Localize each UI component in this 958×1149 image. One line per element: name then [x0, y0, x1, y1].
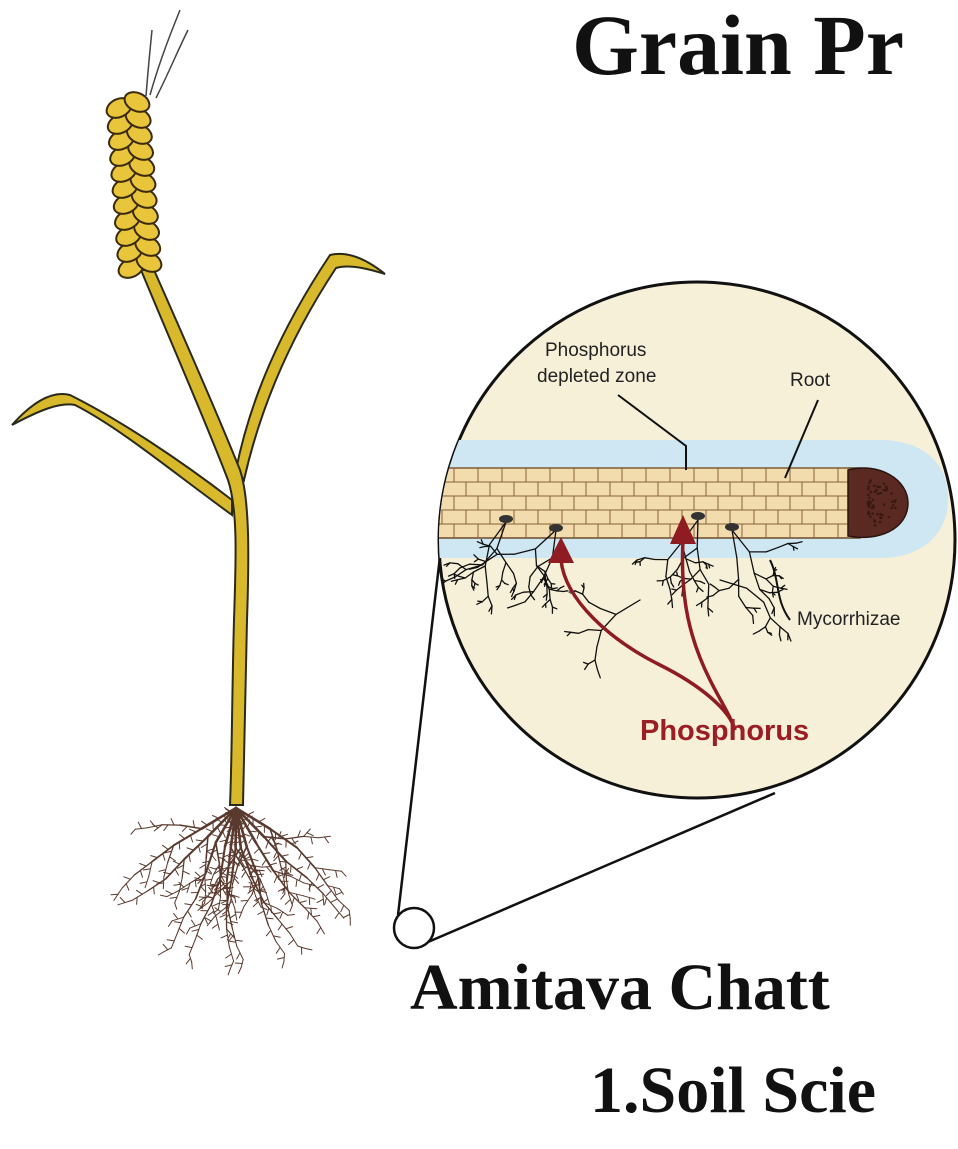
label-mycorrhizae: Mycorrhizae — [797, 609, 900, 630]
author-affiliation: 1.Soil Scie — [590, 1058, 876, 1124]
page-title: Grain Pr — [572, 2, 904, 88]
label-root: Root — [790, 370, 831, 391]
label-phosphorus: Phosphorus — [640, 715, 809, 747]
label-depleted-zone-line2: depleted zone — [537, 366, 656, 387]
wheat-grain-head — [103, 10, 188, 282]
zoom-line-lower — [428, 793, 775, 942]
author-name: Amitava Chatt — [410, 955, 830, 1021]
label-depleted-zone-line1: Phosphorus — [545, 340, 646, 361]
zoom-line-upper — [398, 548, 441, 915]
plant-roots — [111, 808, 350, 975]
wheat-stem — [141, 270, 248, 805]
root-body — [430, 468, 860, 538]
root-inset: Phosphorus depleted zone Root Mycorrhiza… — [420, 282, 955, 798]
